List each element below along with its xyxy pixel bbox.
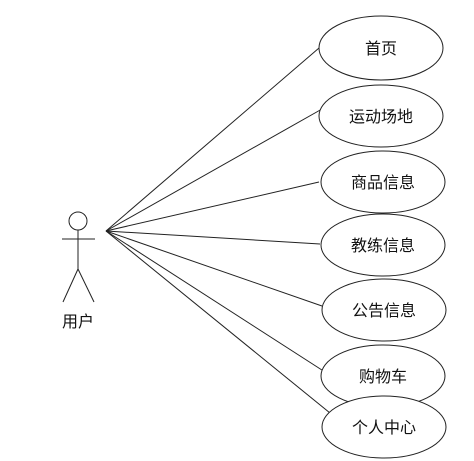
association-line-notices [105,230,323,307]
actor-right-leg [77,268,95,303]
use-case-products[interactable]: 商品信息 [320,150,446,214]
association-line-products [105,181,320,232]
use-case-label: 公告信息 [352,301,416,320]
use-case-label: 首页 [365,39,397,58]
use-case-coaches[interactable]: 教练信息 [320,213,446,277]
association-line-home [105,41,327,232]
use-case-label: 教练信息 [351,236,415,255]
use-case-label: 个人中心 [352,418,416,437]
association-line-coaches [105,230,321,245]
use-case-label: 运动场地 [349,107,413,126]
use-case-venue[interactable]: 运动场地 [318,84,444,148]
actor-head [68,211,88,231]
association-line-cart [105,230,326,373]
use-case-profile[interactable]: 个人中心 [321,395,447,459]
use-case-ellipse [320,150,446,214]
use-case-notices[interactable]: 公告信息 [321,278,447,342]
use-case-ellipse [318,84,444,148]
actor-left-leg [62,268,79,303]
actor-figure [62,211,95,303]
use-case-ellipse [321,278,447,342]
use-case-label: 商品信息 [351,173,415,192]
association-line-venue [105,108,323,232]
association-line-profile [105,230,331,414]
use-case-ellipse [321,395,447,459]
use-case-label: 购物车 [359,367,407,386]
association-lines [105,41,331,414]
use-case-ellipse [320,213,446,277]
actor-label: 用户 [62,312,94,331]
use-case-home[interactable]: 首页 [318,15,444,81]
use-case-ellipse [318,15,444,81]
